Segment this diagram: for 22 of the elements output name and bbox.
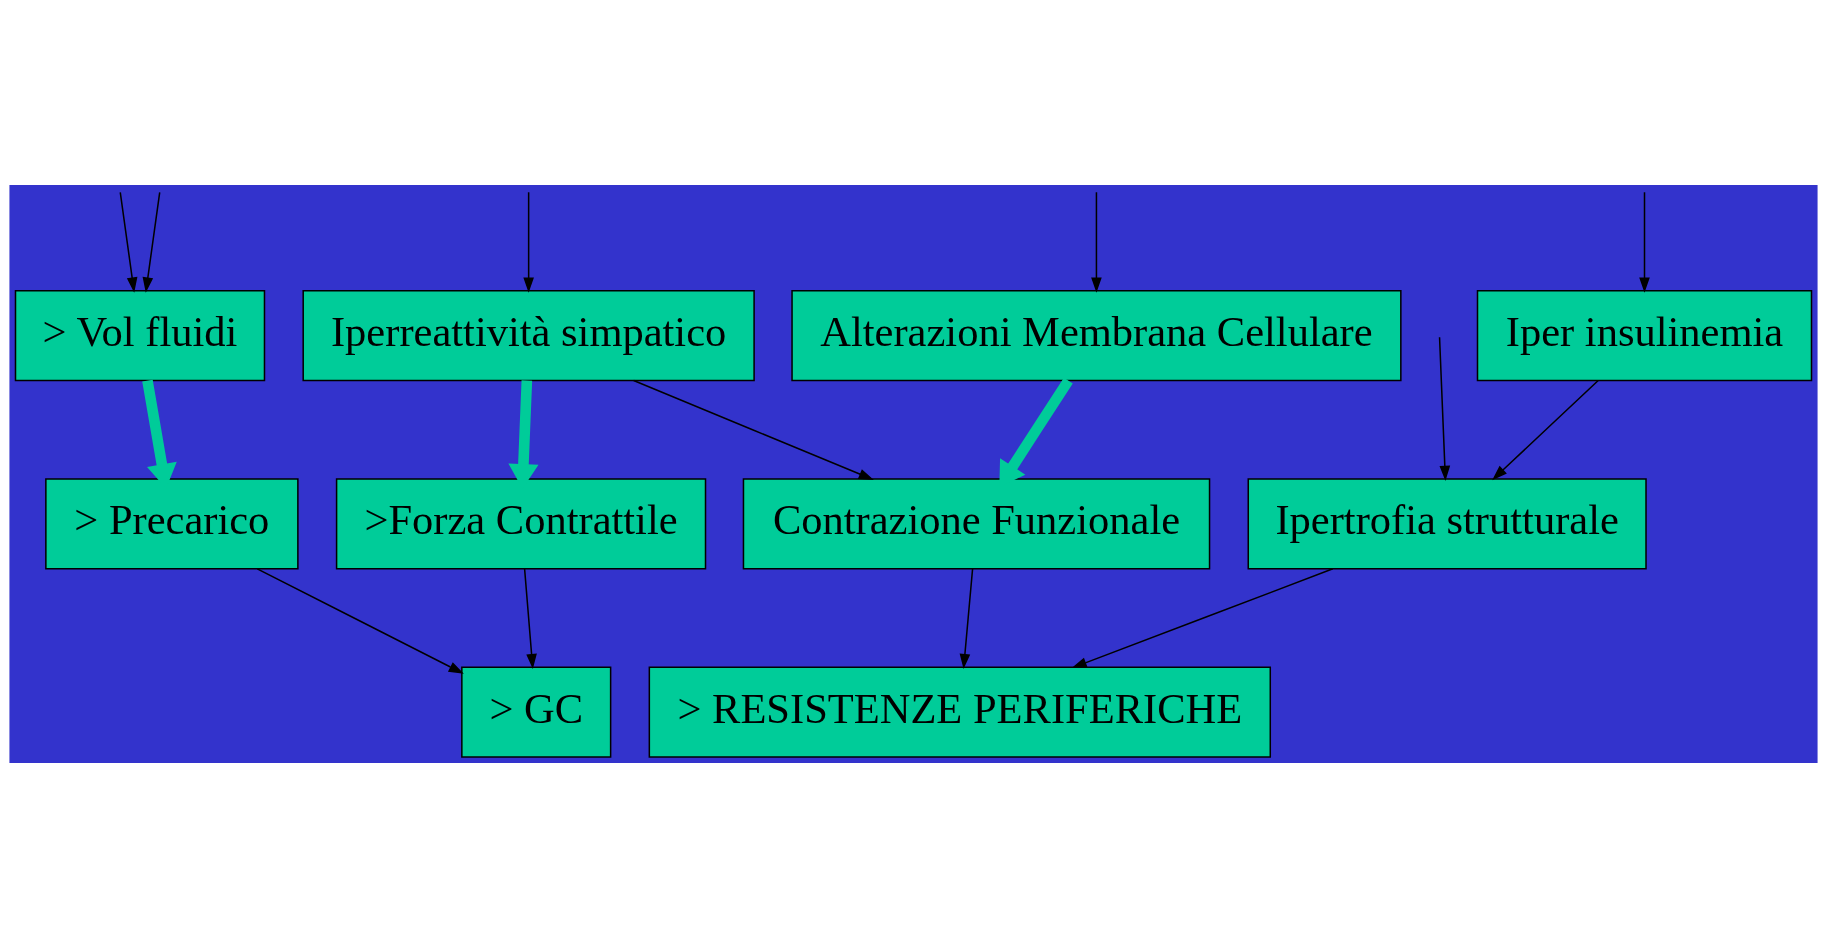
arrow xyxy=(632,379,874,480)
node-box: > Vol fluidi xyxy=(14,290,266,382)
node-box: > RESISTENZE PERIFERICHE xyxy=(648,666,1272,758)
node-box: Ipertrofia strutturale xyxy=(1247,478,1647,570)
node-box: Iperreattività simpatico xyxy=(302,290,755,382)
arrow xyxy=(256,568,464,674)
arrow xyxy=(523,568,537,670)
arrow xyxy=(1639,191,1650,293)
arrow xyxy=(1492,379,1599,481)
node-box: Contrazione Funzionale xyxy=(742,478,1211,570)
node-box: > Precarico xyxy=(45,478,299,570)
node-box: > GC xyxy=(461,666,612,758)
arrow xyxy=(1438,336,1451,482)
arrow xyxy=(523,191,534,293)
node-box: Alterazioni Membrana Cellulare xyxy=(791,290,1402,382)
arrow xyxy=(959,568,974,670)
node-box: >Forza Contrattile xyxy=(335,478,707,570)
arrow xyxy=(119,191,138,293)
arrow xyxy=(1071,568,1334,669)
arrow xyxy=(142,191,161,293)
arrow xyxy=(1091,191,1102,293)
node-box: Iper insulinemia xyxy=(1476,290,1813,382)
